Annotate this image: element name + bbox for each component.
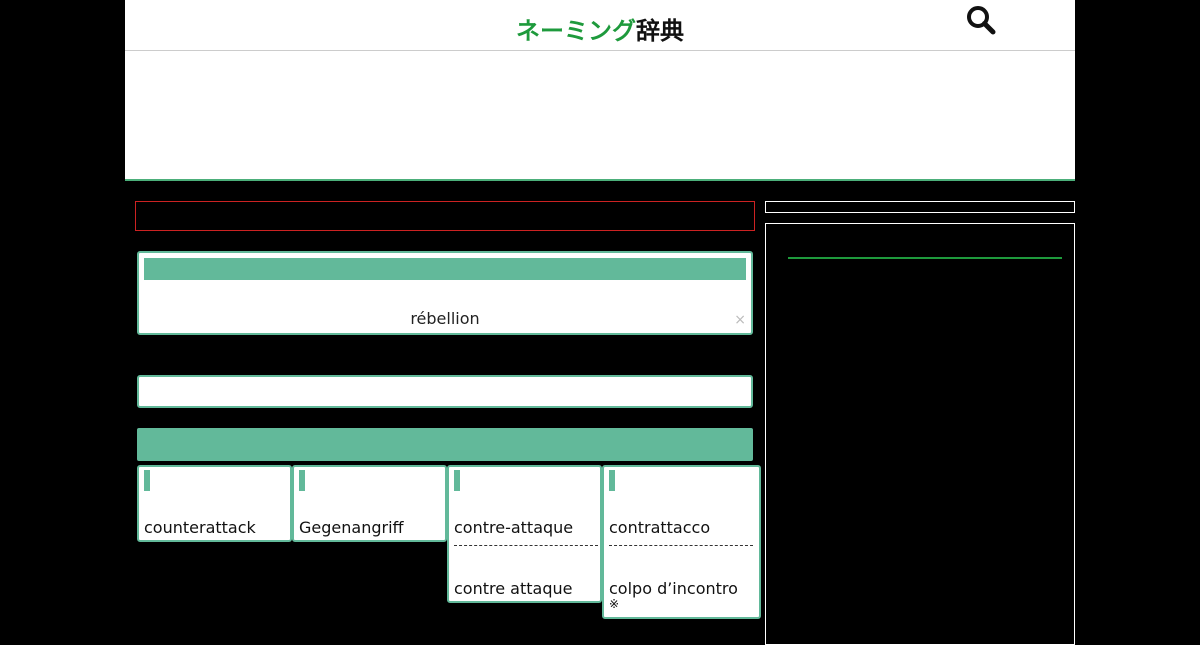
- search-button[interactable]: [963, 2, 999, 38]
- note-mark: ※: [609, 597, 620, 611]
- word-text: rébellion: [410, 309, 480, 328]
- translation-card-italian: contrattacco colpo d’incontro ※: [602, 465, 761, 619]
- notice-bar: [135, 201, 755, 231]
- ad-banner-area: [125, 51, 1075, 181]
- logo-text-dark: 辞典: [636, 17, 684, 45]
- card-marker: [144, 470, 150, 491]
- translation-card-english: counterattack: [137, 465, 292, 542]
- sidebar-box: [765, 223, 1075, 645]
- translation-card-german: Gegenangriff: [292, 465, 447, 542]
- translation-word: contre-attaque: [454, 518, 574, 537]
- translation-word: colpo d’incontro: [609, 579, 738, 598]
- sidebar-heading-line: [788, 257, 1062, 259]
- site-header: ネーミング辞典: [125, 0, 1075, 51]
- site-logo[interactable]: ネーミング辞典: [125, 16, 1075, 46]
- word-card: rébellion ×: [137, 251, 753, 335]
- translation-card-french: contre-attaque contre attaque: [447, 465, 602, 603]
- divider: [609, 545, 753, 546]
- translation-word: contrattacco: [609, 518, 711, 537]
- info-box: [137, 375, 753, 408]
- search-icon: [967, 6, 996, 35]
- logo-text-green: ネーミング: [516, 17, 636, 45]
- card-marker: [609, 470, 615, 491]
- card-marker: [299, 470, 305, 491]
- translations-section-header: [137, 428, 753, 461]
- divider: [454, 545, 598, 546]
- sidebar-search-bar: [765, 201, 1075, 213]
- translation-word: counterattack: [144, 518, 256, 537]
- card-marker: [454, 470, 460, 491]
- translation-word: Gegenangriff: [299, 518, 404, 537]
- translation-word: contre attaque: [454, 579, 573, 598]
- word-card-header: [144, 258, 746, 280]
- close-icon[interactable]: ×: [734, 312, 746, 328]
